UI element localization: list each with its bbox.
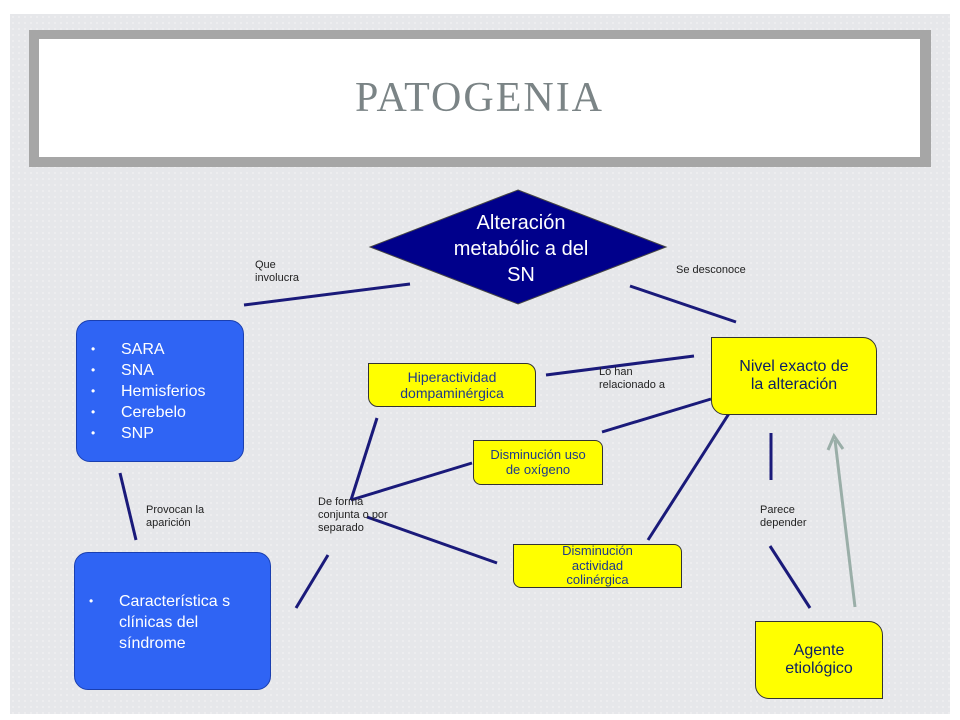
line-oxigeno-left bbox=[350, 461, 473, 502]
arrow-head bbox=[826, 432, 845, 451]
blue-box-areas: SARA SNA Hemisferios Cerebelo SNP bbox=[76, 320, 244, 462]
label-que-involucra: Que involucra bbox=[255, 259, 300, 284]
line-hiper-down bbox=[349, 417, 379, 501]
label-provocan: Provocan la aparición bbox=[146, 504, 205, 529]
list-item: SNA bbox=[91, 360, 243, 381]
line-que-involucra bbox=[243, 282, 411, 307]
node-disminucion-oxigeno: Disminución uso de oxígeno bbox=[473, 440, 603, 485]
line-to-oxigeno bbox=[601, 397, 712, 434]
node-agente-etiologico: Agente etiológico bbox=[755, 621, 883, 699]
list-item: Característica s clínicas del síndrome bbox=[89, 591, 256, 654]
line-to-colinergica-left bbox=[366, 515, 498, 565]
line-provocan bbox=[118, 472, 138, 541]
line-to-colinergica bbox=[646, 411, 732, 541]
label-lo-han-relacionado: Lo han relacionado a bbox=[599, 366, 666, 391]
list-item: SNP bbox=[91, 423, 243, 444]
line-se-desconoce bbox=[629, 284, 737, 324]
line-to-agente bbox=[768, 545, 812, 609]
arrow-agente-to-nivel bbox=[833, 439, 857, 608]
label-parece-depender: Parece depender bbox=[760, 504, 807, 529]
label-se-desconoce: Se desconoce bbox=[676, 264, 746, 276]
blue-box-caracteristicas: Característica s clínicas del síndrome bbox=[74, 552, 271, 690]
line-lo-han-relacionado bbox=[545, 354, 695, 377]
list-item: Hemisferios bbox=[91, 381, 243, 402]
title-box: PATOGENIA bbox=[39, 39, 920, 157]
page-title: PATOGENIA bbox=[354, 75, 605, 121]
list-item: Cerebelo bbox=[91, 402, 243, 423]
node-disminucion-colinergica: Disminución actividad colinérgica bbox=[513, 543, 682, 588]
list-item: SARA bbox=[91, 339, 243, 360]
label-de-forma-conjunta: De forma conjunta o por separado bbox=[318, 496, 388, 534]
diamond-shape bbox=[368, 189, 668, 305]
node-nivel-exacto: Nivel exacto de la alteración bbox=[711, 337, 877, 415]
diamond-label: Alteración metabólic a del SN bbox=[453, 212, 589, 286]
node-hiperactividad: Hiperactividad dompaminérgica bbox=[368, 363, 536, 407]
line-to-bottom-box bbox=[294, 554, 330, 609]
